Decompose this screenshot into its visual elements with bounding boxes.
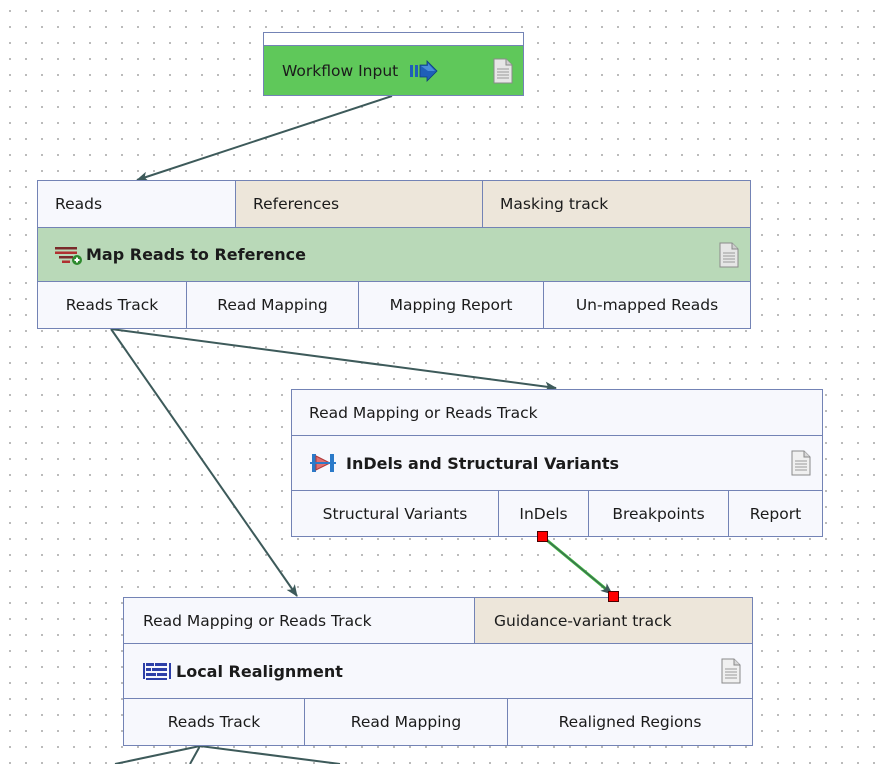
edge-indels-to-guidance-arrow [542,536,613,595]
local-realignment-icon [142,660,172,682]
arrow-right-icon [409,59,439,82]
output-port-label: Read Mapping [350,713,462,731]
map-reads-title: Map Reads to Reference [86,245,306,264]
output-port-structural-variants[interactable]: Structural Variants [292,491,499,536]
edge-outgoing-left[interactable] [114,745,201,764]
output-port-label: Mapping Report [389,296,513,314]
edge-workflow-input-to-reads[interactable] [136,95,393,182]
input-port-label: Guidance-variant track [494,611,672,630]
document-icon[interactable] [721,658,741,684]
selected-edge-end-handle[interactable] [608,591,619,602]
input-port-label: References [253,195,340,213]
indels-inputs: Read Mapping or Reads Track [292,390,822,436]
workflow-input-body[interactable]: Workflow Input [264,46,523,95]
output-port-unmapped-reads[interactable]: Un-mapped Reads [544,282,750,328]
input-port-guidance-variant-track[interactable]: Guidance-variant track [475,598,752,643]
input-port-label: Masking track [500,195,609,213]
indels-outputs: Structural Variants InDels Breakpoints R… [292,491,822,536]
output-port-label: Breakpoints [612,504,705,523]
output-port-report[interactable]: Report [729,491,822,536]
document-icon[interactable] [791,450,811,476]
output-port-label: Report [749,504,802,523]
edge-reads-track-to-indels[interactable] [110,328,557,392]
local-realignment-outputs: Reads Track Read Mapping Realigned Regio… [124,699,752,745]
edge-outgoing-mid[interactable] [189,745,201,764]
indels-icon [310,452,336,474]
selected-edge-start-handle[interactable] [537,531,548,542]
local-realignment-title-bar[interactable]: Local Realignment [124,644,752,699]
workflow-input-label: Workflow Input [282,61,399,80]
input-port-read-mapping-or-reads-track[interactable]: Read Mapping or Reads Track [292,390,822,435]
map-reads-title-bar[interactable]: Map Reads to Reference [38,228,750,282]
output-port-mapping-report[interactable]: Mapping Report [359,282,544,328]
indels-node[interactable]: Read Mapping or Reads Track InDels and S… [291,389,823,537]
input-port-references[interactable]: References [236,181,483,227]
local-realignment-inputs: Read Mapping or Reads Track Guidance-var… [124,598,752,644]
output-port-read-mapping[interactable]: Read Mapping [305,699,508,745]
output-port-realigned-regions[interactable]: Realigned Regions [508,699,752,745]
input-port-reads[interactable]: Reads [38,181,236,227]
output-port-read-mapping[interactable]: Read Mapping [187,282,359,328]
input-port-label: Read Mapping or Reads Track [143,611,372,630]
output-port-label: Reads Track [65,296,159,314]
output-port-label: Reads Track [167,713,261,731]
output-port-breakpoints[interactable]: Breakpoints [589,491,729,536]
map-reads-node[interactable]: Reads References Masking track Map Reads… [37,180,751,329]
map-reads-outputs: Reads Track Read Mapping Mapping Report … [38,282,750,328]
input-port-read-mapping-or-reads-track[interactable]: Read Mapping or Reads Track [124,598,475,643]
output-port-label: Read Mapping [217,296,328,314]
input-port-masking-track[interactable]: Masking track [483,181,750,227]
map-reads-inputs: Reads References Masking track [38,181,750,228]
indels-title: InDels and Structural Variants [346,453,620,473]
map-reads-icon [54,244,84,266]
edge-outgoing-right[interactable] [199,745,341,764]
workflow-input-header-strip [264,33,523,46]
edge-reads-track-to-realignment[interactable] [110,328,298,597]
document-icon[interactable] [493,58,513,84]
output-port-indels[interactable]: InDels [499,491,589,536]
indels-title-bar[interactable]: InDels and Structural Variants [292,436,822,491]
output-port-label: InDels [519,504,568,523]
output-port-label: Un-mapped Reads [575,296,719,314]
local-realignment-node[interactable]: Read Mapping or Reads Track Guidance-var… [123,597,753,746]
workflow-input-node[interactable]: Workflow Input [263,32,524,96]
output-port-reads-track[interactable]: Reads Track [124,699,305,745]
output-port-label: Realigned Regions [558,713,702,731]
input-port-label: Read Mapping or Reads Track [309,403,538,422]
output-port-label: Structural Variants [322,504,468,523]
local-realignment-title: Local Realignment [176,661,343,681]
output-port-reads-track[interactable]: Reads Track [38,282,187,328]
document-icon[interactable] [719,242,739,268]
input-port-label: Reads [55,195,103,213]
